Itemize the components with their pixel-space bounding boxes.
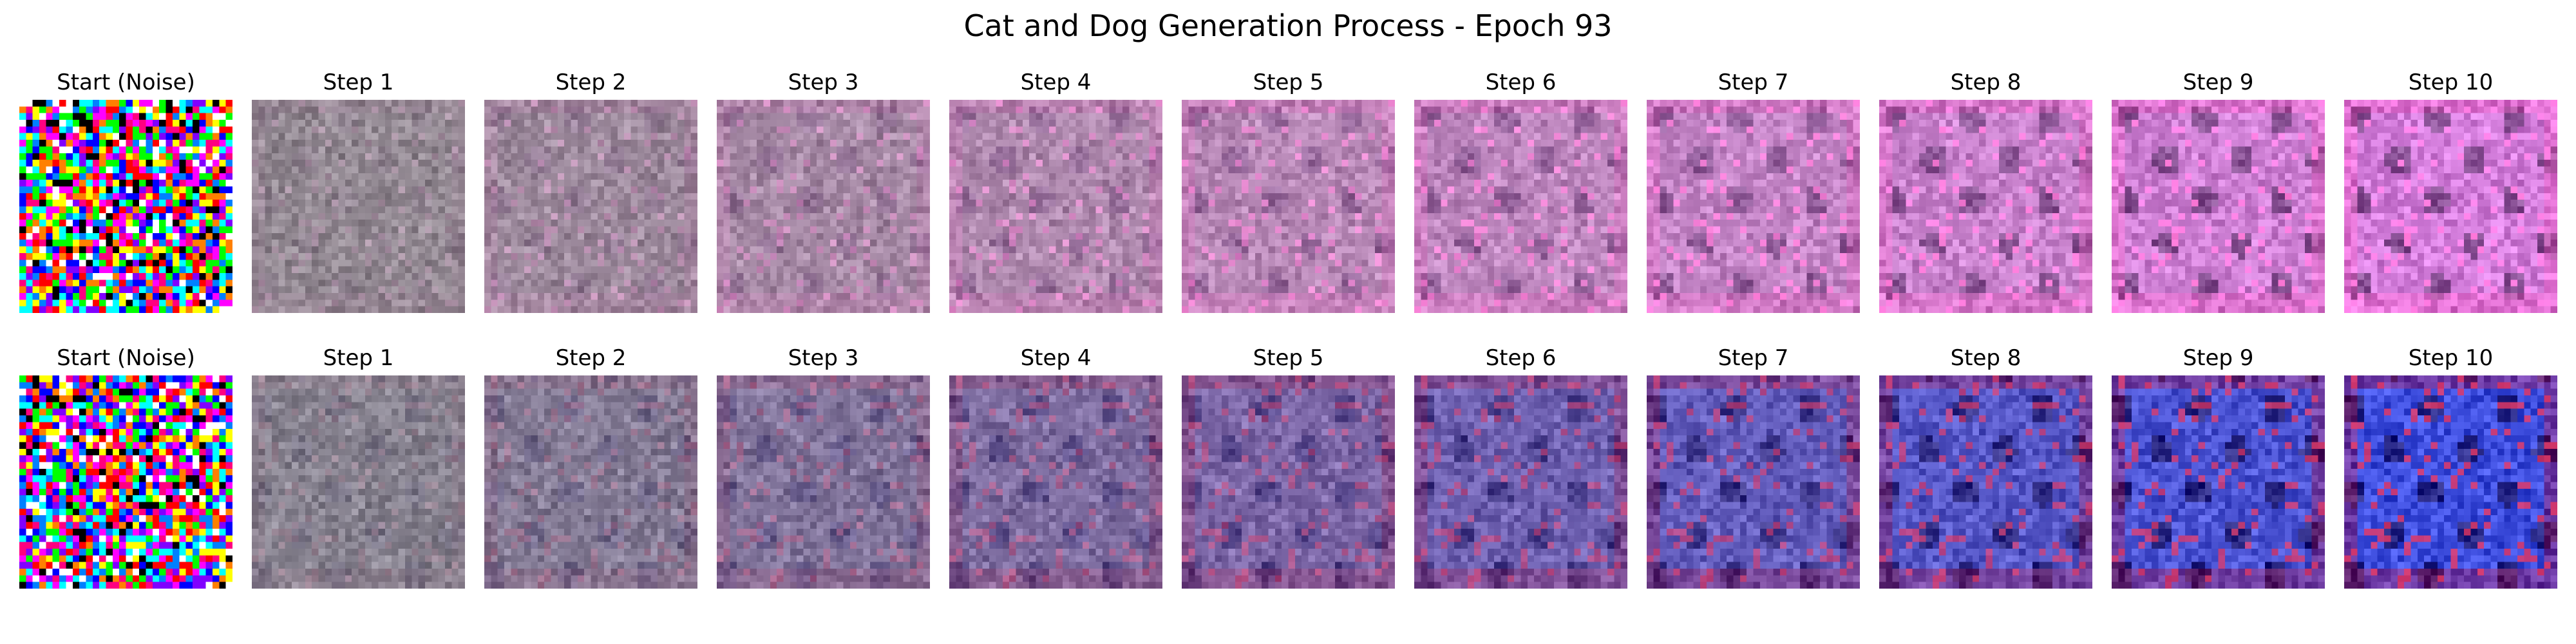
dog-step-6-title: Step 6 (1485, 345, 1557, 371)
dog-step-4-title: Step 4 (1020, 345, 1092, 371)
cat-step-9-image (2112, 100, 2325, 313)
cat-step-3-image (717, 100, 930, 313)
figure-title: Cat and Dog Generation Process - Epoch 9… (963, 8, 1613, 43)
cat-step-1-image (252, 100, 465, 313)
dog-step-10-title: Step 10 (2408, 345, 2494, 371)
cat-step-10-title: Step 10 (2408, 70, 2494, 95)
dog-step-6-image (1414, 375, 1627, 589)
dog-start-noise-title: Start (Noise) (57, 345, 195, 371)
dog-step-2-image (484, 375, 697, 589)
cat-step-4-image (949, 100, 1162, 313)
cat-step-7-image (1647, 100, 1860, 313)
dog-step-8-image (1879, 375, 2092, 589)
cat-step-8-title: Step 8 (1950, 70, 2022, 95)
cat-step-2-image (484, 100, 697, 313)
cat-step-3-title: Step 3 (788, 70, 859, 95)
dog-step-1-image (252, 375, 465, 589)
cat-step-6-title: Step 6 (1485, 70, 1557, 95)
dog-step-9-title: Step 9 (2183, 345, 2254, 371)
dog-step-4-image (949, 375, 1162, 589)
cat-step-10-image (2344, 100, 2557, 313)
cat-step-9-title: Step 9 (2183, 70, 2254, 95)
dog-step-7-title: Step 7 (1718, 345, 1789, 371)
cat-start-noise-title: Start (Noise) (57, 70, 195, 95)
cat-step-8-image (1879, 100, 2092, 313)
dog-step-7-image (1647, 375, 1860, 589)
dog-step-8-title: Step 8 (1950, 345, 2022, 371)
cat-step-4-title: Step 4 (1020, 70, 1092, 95)
dog-step-5-image (1182, 375, 1395, 589)
cat-step-2-title: Step 2 (555, 70, 627, 95)
cat-step-5-title: Step 5 (1253, 70, 1324, 95)
dog-step-9-image (2112, 375, 2325, 589)
cat-step-1-title: Step 1 (323, 70, 394, 95)
dog-step-3-title: Step 3 (788, 345, 859, 371)
cat-step-5-image (1182, 100, 1395, 313)
cat-step-7-title: Step 7 (1718, 70, 1789, 95)
dog-step-10-image (2344, 375, 2557, 589)
dog-step-2-title: Step 2 (555, 345, 627, 371)
cat-step-6-image (1414, 100, 1627, 313)
dog-step-3-image (717, 375, 930, 589)
dog-step-1-title: Step 1 (323, 345, 394, 371)
cat-start-noise-image (19, 100, 232, 313)
dog-step-5-title: Step 5 (1253, 345, 1324, 371)
dog-start-noise-image (19, 375, 232, 589)
